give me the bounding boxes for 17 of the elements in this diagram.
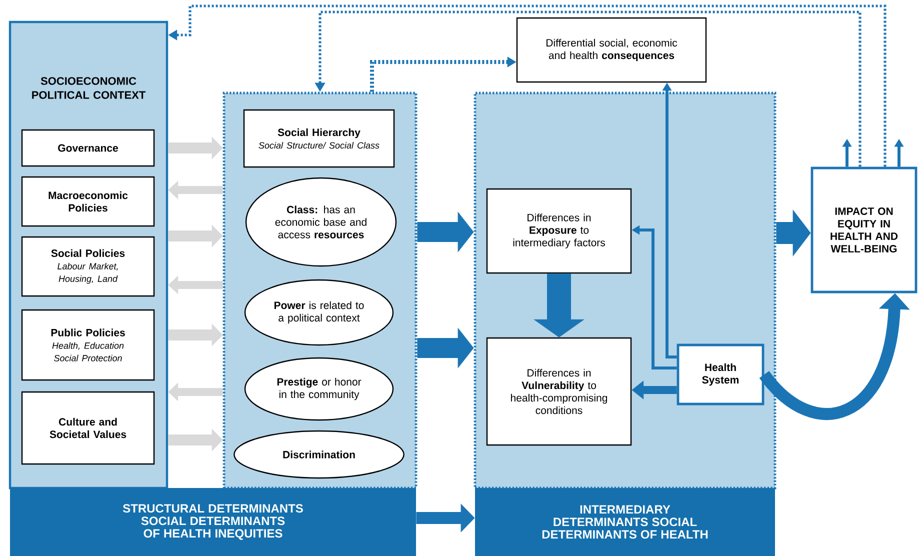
text-box: Macroeconomic Policies (21, 176, 155, 227)
oval-node: Discrimination (234, 430, 404, 479)
label-band: INTERMEDIARY DETERMINANTS SOCIAL DETERMINANTS OF HEALTH (475, 488, 775, 556)
outlined-box: IMPACT ON EQUITY IN HEALTH AND WELL-BEING (810, 166, 918, 294)
text-box: Culture and Societal Values (21, 391, 155, 465)
oval-node: Prestige or honor in the community (244, 357, 394, 421)
text-box: Social Policies Labour Market, Housing, Land (21, 236, 155, 297)
text-box: Differences in Vulnerability to health-compromising conditions (486, 337, 632, 446)
oval-node: Power is related to a political context (244, 279, 394, 346)
label-band: STRUCTURAL DETERMINANTS SOCIAL DETERMINANTS OF HEALTH INEQUITIES (10, 488, 416, 556)
text-box: Social Hierarchy Social Structure/ Social Class (243, 109, 395, 168)
outlined-box: Health System (676, 344, 764, 406)
text-box: Differential social, economic and health consequences (516, 17, 707, 83)
oval-node: Class: has an economic base and access resources (245, 177, 397, 267)
text-box: Public Policies Health, Education Social Protection (21, 309, 155, 381)
text-box: Governance (21, 129, 155, 167)
text-box: Differences in Exposure to intermediary factors (486, 188, 632, 274)
